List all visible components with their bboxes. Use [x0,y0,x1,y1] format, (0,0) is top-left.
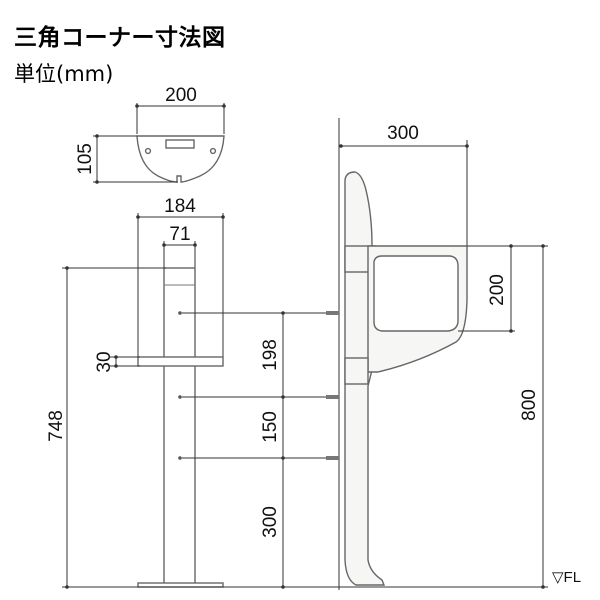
dim-top-width: 200 [165,85,197,106]
basket-inner [373,255,459,332]
floor-label: ▽FL [552,569,581,586]
lower-bracket [344,357,369,385]
page-title: 三角コーナー寸法図 [14,25,226,51]
dim-gap-middle: 150 [260,411,281,443]
side-view: ▽FL 300 200 800 [326,118,581,590]
dim-post-width: 71 [169,224,190,245]
top-view-hole-left [144,147,152,155]
top-view-slot [165,139,195,149]
arm [137,356,224,367]
dim-top-depth: 105 [75,143,96,175]
top-view: 200 105 [75,85,226,184]
top-view-hole-right [209,147,217,155]
front-view: 184 71 30 748 [46,196,225,589]
dim-basket-height: 200 [487,274,508,306]
dim-total-height: 748 [46,410,67,442]
dim-post-span: 184 [164,196,196,217]
base-plate [137,582,224,588]
dim-side-height: 800 [519,389,540,421]
screw-height-dimensions: 198 150 300 [140,311,340,589]
dim-side-depth: 300 [387,123,419,144]
dim-gap-upper: 198 [260,339,281,371]
unit-label: 単位(mm) [14,62,114,86]
top-view-outline [136,135,225,183]
dim-arm-height: 30 [94,351,115,372]
post [163,267,196,587]
dim-gap-lower: 300 [260,506,281,538]
